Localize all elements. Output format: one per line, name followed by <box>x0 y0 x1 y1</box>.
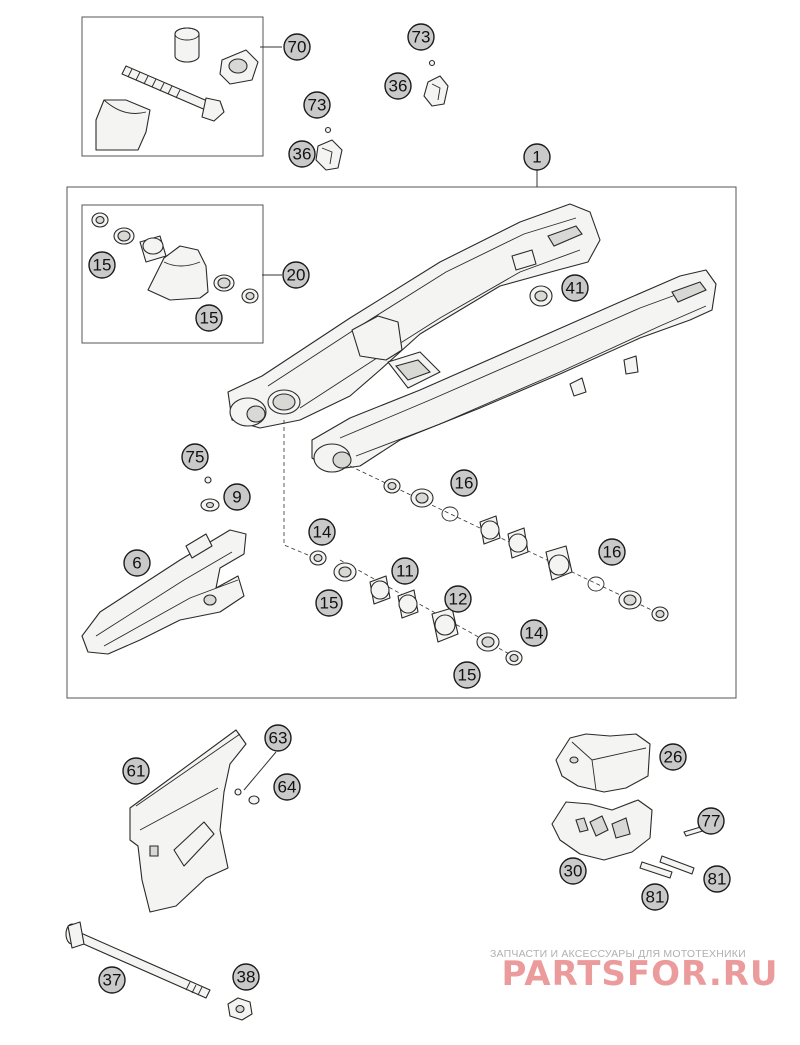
chain-guide-bracket-30 <box>551 799 653 861</box>
callout-12: 12 <box>444 585 472 613</box>
callout-26: 26 <box>659 743 687 771</box>
bushing-41 <box>529 285 553 307</box>
svg-text:30: 30 <box>564 862 583 881</box>
clip-36-upper <box>423 75 449 107</box>
screw-73-upper <box>428 59 436 67</box>
callout-81-b: 81 <box>703 865 731 893</box>
callout-63: 63 <box>264 724 292 752</box>
callout-15-d: 15 <box>453 661 481 689</box>
washer-9 <box>200 498 220 512</box>
svg-text:73: 73 <box>412 28 431 47</box>
watermark-brand: PARTSFOR.RU <box>501 954 778 994</box>
screw-73-lower <box>324 126 332 134</box>
svg-text:36: 36 <box>293 145 312 164</box>
callout-15-c: 15 <box>315 589 343 617</box>
axis-line-left <box>283 420 321 561</box>
kit-20-frame <box>81 204 264 344</box>
svg-text:16: 16 <box>603 543 622 562</box>
callout-36-a: 36 <box>384 72 412 100</box>
callout-9: 9 <box>223 483 251 511</box>
callout-1: 1 <box>523 143 551 171</box>
swingarm-assembly-frame <box>66 186 737 699</box>
callout-73-b: 73 <box>303 91 331 119</box>
svg-text:1: 1 <box>532 148 541 167</box>
axle-nut-38 <box>227 997 253 1021</box>
callout-61: 61 <box>122 757 150 785</box>
svg-text:6: 6 <box>132 554 141 573</box>
svg-text:16: 16 <box>455 474 474 493</box>
kit-70-frame <box>81 16 264 157</box>
callout-14-a: 14 <box>308 518 336 546</box>
svg-text:14: 14 <box>313 523 332 542</box>
callout-38: 38 <box>232 963 260 991</box>
svg-text:61: 61 <box>127 762 146 781</box>
bolt-kit-70 <box>95 27 259 151</box>
svg-text:15: 15 <box>93 256 112 275</box>
svg-text:63: 63 <box>269 729 288 748</box>
callout-64: 64 <box>273 773 301 801</box>
chain-guard-61 <box>129 729 247 913</box>
swingarm <box>227 203 717 473</box>
chain-slider-6 <box>81 529 247 655</box>
svg-text:36: 36 <box>389 77 408 96</box>
bolt-81-a <box>639 861 673 879</box>
chain-guide-26 <box>555 733 651 793</box>
bolt-81-b <box>659 855 695 875</box>
svg-text:20: 20 <box>287 266 306 285</box>
callout-15-a: 15 <box>88 251 116 279</box>
svg-text:81: 81 <box>708 870 727 889</box>
svg-text:15: 15 <box>200 309 219 328</box>
bearing-set-right <box>383 478 669 622</box>
screw-75 <box>204 476 212 484</box>
callout-20: 20 <box>282 261 310 289</box>
callout-11: 11 <box>391 557 419 585</box>
svg-text:75: 75 <box>186 448 205 467</box>
screw-63 <box>234 788 242 796</box>
washer-64 <box>248 795 260 805</box>
svg-text:15: 15 <box>320 594 339 613</box>
callout-70: 70 <box>283 33 311 61</box>
callout-16-a: 16 <box>450 469 478 497</box>
callout-77: 77 <box>697 807 725 835</box>
svg-text:73: 73 <box>308 96 327 115</box>
callout-75: 75 <box>181 443 209 471</box>
svg-text:12: 12 <box>449 590 468 609</box>
bearing-set-left <box>309 550 523 666</box>
callout-14-b: 14 <box>520 619 548 647</box>
svg-text:11: 11 <box>396 562 414 581</box>
leader-63 <box>243 751 277 791</box>
axle-37 <box>65 921 211 999</box>
callout-37: 37 <box>98 966 126 994</box>
bearing-kit-20 <box>91 212 259 304</box>
callout-73-a: 73 <box>407 23 435 51</box>
callout-36-b: 36 <box>288 140 316 168</box>
clip-36-lower <box>315 139 343 171</box>
svg-text:70: 70 <box>288 38 307 57</box>
svg-text:14: 14 <box>525 624 544 643</box>
svg-text:41: 41 <box>566 279 585 298</box>
callout-6: 6 <box>123 549 151 577</box>
callout-41: 41 <box>561 274 589 302</box>
svg-text:15: 15 <box>458 666 477 685</box>
callout-15-b: 15 <box>195 304 223 332</box>
watermark-tagline: ЗАПЧАСТИ И АКСЕССУАРЫ ДЛЯ МОТОТЕХНИКИ <box>490 948 746 960</box>
axis-line-right <box>349 465 661 615</box>
svg-text:37: 37 <box>103 971 122 990</box>
svg-text:9: 9 <box>232 488 241 507</box>
callout-16-b: 16 <box>598 538 626 566</box>
svg-text:64: 64 <box>278 778 297 797</box>
svg-text:38: 38 <box>237 968 256 987</box>
svg-text:81: 81 <box>646 888 665 907</box>
svg-text:26: 26 <box>664 748 683 767</box>
callout-81-a: 81 <box>641 883 669 911</box>
callout-30: 30 <box>559 857 587 885</box>
svg-text:77: 77 <box>702 812 721 831</box>
